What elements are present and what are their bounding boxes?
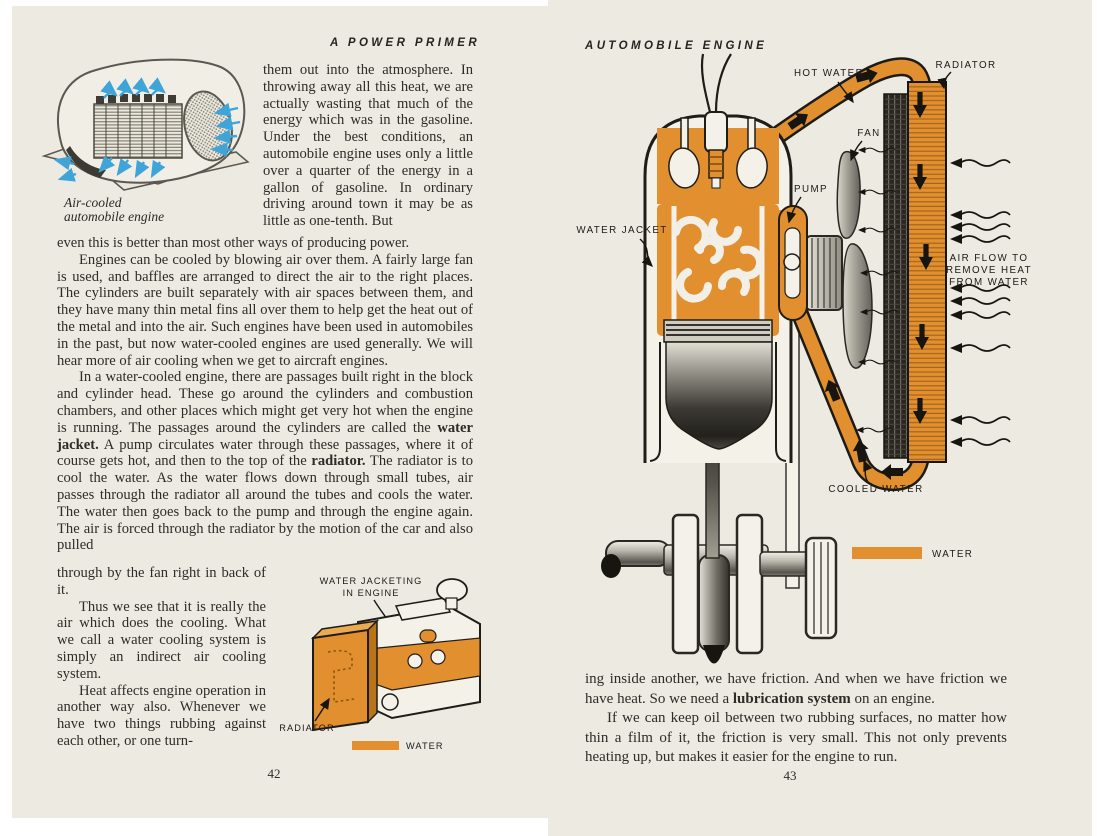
piston-rings (663, 319, 773, 343)
spark-plug-wire (714, 53, 732, 113)
text-column-narrow-bottom: through by the fan right in back of it. … (57, 565, 266, 750)
leader-line (863, 459, 873, 483)
housing-shadow (66, 146, 106, 178)
air-flow-label-line1: AIR FLOW TO (950, 253, 1029, 264)
leader-line (837, 81, 854, 104)
flow-arrow (852, 440, 869, 463)
cooling-system-diagram: HOT WATER RADIATOR FAN PUMP WATER JACKET… (576, 53, 1032, 664)
flow-arrow (787, 113, 808, 130)
finned-cylinders (93, 94, 183, 159)
radiator-slab (310, 619, 380, 732)
valve (736, 147, 768, 189)
bold-term-lubrication-system: lubrication system (732, 690, 851, 707)
paragraph: them out into the atmosphere. In throwin… (263, 62, 473, 230)
crank-pulley (381, 693, 399, 711)
page-number-43: 43 (783, 768, 797, 783)
piston (665, 341, 773, 450)
air-flow-label-line3: FROM WATER (949, 277, 1029, 288)
water-jacket-label: WATER JACKET (576, 225, 667, 236)
legend-swatch (852, 547, 922, 559)
fan-label: FAN (857, 128, 880, 139)
air-flow-label-line2: REMOVE HEAT (946, 265, 1032, 276)
hot-water-label: HOT WATER (794, 68, 864, 79)
paragraph-continuation: through by the fan right in back of it. (57, 565, 266, 598)
radiator-tank (907, 81, 947, 463)
spark-plug-wire (700, 53, 712, 113)
fan-hub-pulley (805, 235, 843, 311)
paragraph: Engines can be cooled by blowing air ove… (57, 251, 473, 369)
text-run: The radiator is to cool the water. As th… (57, 453, 473, 554)
airflow-arrows (53, 77, 241, 182)
bold-term-water-jacket: water jacket. (57, 419, 473, 453)
pump-label: PUMP (794, 184, 828, 195)
flow-arrow (881, 464, 903, 480)
leader-line (850, 140, 863, 162)
paragraph: Thus we see that it is really the air wh… (57, 598, 266, 682)
cooled-water-label: COOLED WATER (828, 484, 923, 495)
page-43: AUTOMOBILE ENGINE (548, 0, 1092, 836)
radiator (883, 81, 947, 463)
air-flow-arrows-right (949, 157, 1011, 448)
water-pump (766, 205, 808, 321)
air-cooled-engine-drawing (41, 58, 250, 191)
text-run: ing inside another, we have friction. An… (585, 671, 1007, 707)
leader-line (639, 238, 653, 267)
engine-block (643, 53, 793, 463)
radiator-label: RADIATOR (279, 723, 334, 733)
paragraph: In a water-cooled engine, there are pass… (57, 369, 473, 554)
figure-title-line1: WATER JACKETING (320, 576, 423, 586)
caption-line-1: Air-cooled (64, 195, 122, 210)
text-block-full-width: even this is better than most other ways… (57, 235, 473, 554)
paragraph-continuation: ing inside another, we have friction. An… (585, 670, 1007, 709)
figure-caption: Air-cooled automobile engine (64, 196, 164, 223)
legend-label: WATER (932, 549, 973, 560)
leader-line (786, 196, 802, 224)
caption-line-2: automobile engine (64, 208, 165, 224)
leader-line (314, 697, 330, 722)
text-column-narrow-top: them out into the atmosphere. In throwin… (263, 62, 473, 230)
running-head-left: A POWER PRIMER (330, 37, 481, 49)
hot-gas-swirls (672, 215, 765, 303)
text-block-right-page: ing inside another, we have friction. An… (585, 670, 1007, 768)
crank-pulley (804, 536, 838, 640)
text-run: on an engine. (850, 690, 935, 707)
figure-water-jacketing: WATER JACKETING IN ENGINE (279, 576, 481, 751)
leader-line (937, 71, 952, 90)
legend-swatch (352, 741, 399, 750)
fan-blades (836, 151, 873, 369)
crankshaft (601, 513, 838, 664)
legend-label: WATER (406, 741, 444, 751)
text-run: In a water-cooled engine, there are pass… (57, 369, 473, 436)
flow-arrow (855, 67, 878, 84)
radiator-label: RADIATOR (936, 60, 997, 71)
valve (668, 147, 700, 189)
text-run: A pump circulates water through these pa… (57, 436, 473, 470)
figure-air-cooled-engine: Air-cooled automobile engine (40, 52, 262, 230)
paragraph: Heat affects engine operation in another… (57, 682, 266, 749)
paragraph: If we can keep oil between two rubbing s… (585, 710, 1007, 765)
paragraph-continuation: even this is better than most other ways… (57, 235, 410, 251)
bold-term-radiator: radiator. (311, 453, 366, 470)
diagram-labels: HOT WATER RADIATOR FAN PUMP WATER JACKET… (576, 60, 1032, 560)
spark-plug (704, 111, 728, 189)
radiator-core (883, 93, 911, 459)
figure-title-line2: IN ENGINE (343, 588, 400, 598)
flow-arrow (824, 379, 841, 402)
running-head-right: AUTOMOBILE ENGINE (585, 40, 768, 52)
crank-pin (698, 554, 730, 652)
page-number-42: 42 (267, 766, 281, 781)
page-42: A POWER PRIMER (12, 6, 548, 818)
coolant-flow-dashed (327, 649, 355, 703)
